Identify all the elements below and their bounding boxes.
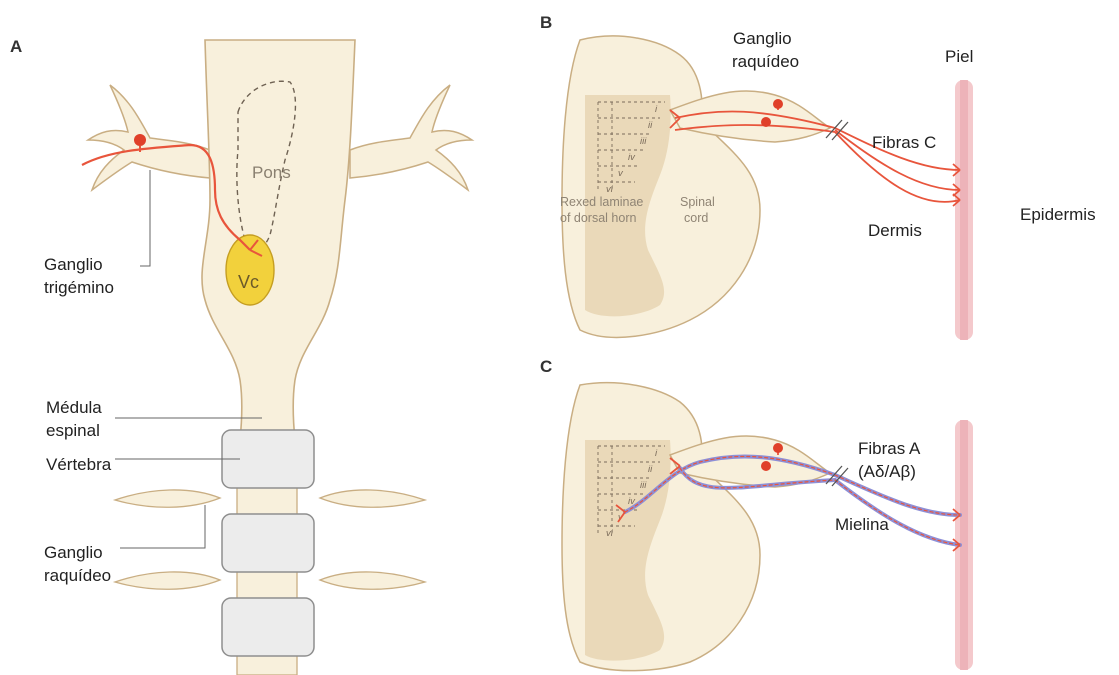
ganglio-raquideo-a-label-1: Ganglio	[44, 543, 103, 562]
drg-cell-b-1	[773, 99, 783, 109]
pons-label: Pons	[252, 163, 291, 182]
mielina-label: Mielina	[835, 515, 889, 534]
epidermis-label: Epidermis	[1020, 205, 1096, 224]
vertebra-3	[222, 598, 314, 656]
lamina-b-3: iii	[640, 136, 647, 147]
lamina-c-3: iii	[640, 480, 647, 491]
panel-b-letter: B	[540, 13, 552, 32]
medula-label-1: Médula	[46, 398, 102, 417]
panel-a-letter: A	[10, 37, 22, 56]
fibras-c-label: Fibras C	[872, 133, 936, 152]
panel-c-letter: C	[540, 357, 552, 376]
medula-label-2: espinal	[46, 421, 100, 440]
piel-label: Piel	[945, 47, 973, 66]
drg-cell-b-2	[761, 117, 771, 127]
drg-cell-c-1	[773, 443, 783, 453]
lamina-b-6: vi	[606, 184, 614, 195]
drg-cell-c-2	[761, 461, 771, 471]
panel-b: B i ii iii iv v vi	[540, 13, 1096, 340]
rexed-label-2: of dorsal horn	[560, 211, 636, 225]
trigeminal-ganglion-cell	[134, 134, 146, 146]
vertebra-2	[222, 514, 314, 572]
ganglio-b-label-2: raquídeo	[732, 52, 799, 71]
brainstem	[202, 40, 355, 440]
lamina-c-6: vi	[606, 528, 614, 539]
fibras-a-label-2: (Aδ/Aβ)	[858, 462, 916, 481]
vc-label: Vc	[238, 272, 259, 292]
ganglio-trigemino-label-1: Ganglio	[44, 255, 103, 274]
vertebrae	[115, 430, 425, 675]
right-trigeminal-branch	[350, 85, 472, 190]
ganglio-trigemino-label-2: trigémino	[44, 278, 114, 297]
spinal-label-2: cord	[684, 211, 708, 225]
ganglio-raquideo-a-label-2: raquídeo	[44, 566, 111, 585]
dermis-label: Dermis	[868, 221, 922, 240]
fibras-a-label-1: Fibras A	[858, 439, 921, 458]
vc-nucleus	[226, 235, 274, 305]
vertebra-label: Vértebra	[46, 455, 112, 474]
panel-a: A Vc Pons	[10, 37, 472, 675]
ganglio-b-label-1: Ganglio	[733, 29, 792, 48]
left-trigeminal-branch	[88, 85, 210, 190]
spinal-label-1: Spinal	[680, 195, 715, 209]
panel-c: C i ii iii iv v vi	[540, 357, 973, 671]
rexed-label-1: Rexed laminae	[560, 195, 643, 209]
leader-ganglio-trigemino	[140, 170, 150, 266]
leader-ganglio-raquideo	[120, 505, 205, 548]
